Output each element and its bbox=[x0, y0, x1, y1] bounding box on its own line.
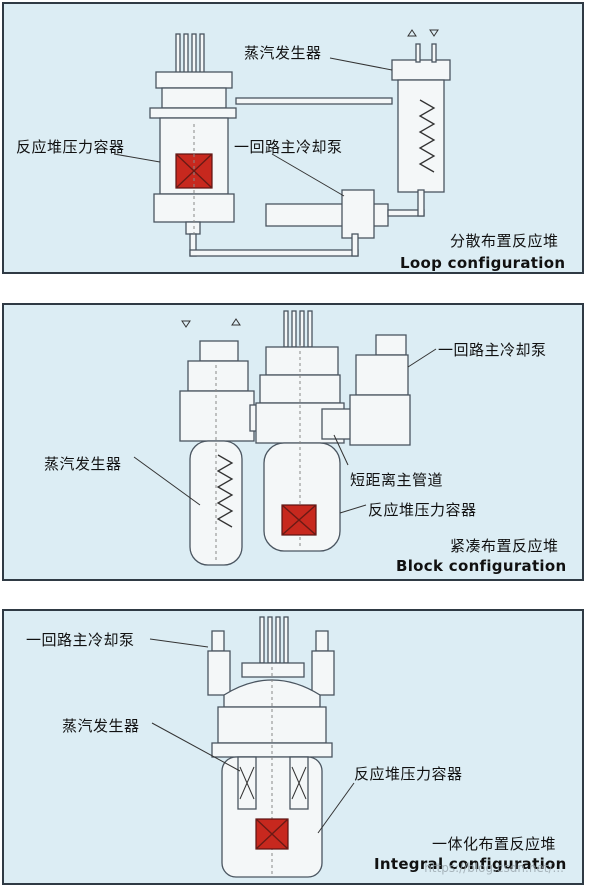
steam-generator-label: 蒸汽发生器 bbox=[44, 455, 122, 473]
coolant-pump-label: 一回路主冷却泵 bbox=[234, 138, 343, 156]
caption-cn: 紧凑布置反应堆 bbox=[450, 537, 559, 555]
caption-cn: 一体化布置反应堆 bbox=[432, 835, 557, 853]
loop-configuration-panel: 蒸汽发生器 反应堆压力容器 一回路主冷却泵 分散布置反应堆 Loop confi… bbox=[2, 2, 584, 274]
loop-diagram bbox=[113, 29, 451, 257]
pressure-vessel-label: 反应堆压力容器 bbox=[16, 138, 125, 156]
steam-generator-label: 蒸汽发生器 bbox=[244, 44, 322, 62]
caption-en: Block configuration bbox=[396, 557, 567, 575]
block-configuration-panel: 一回路主冷却泵 蒸汽发生器 短距离主管道 反应堆压力容器 紧凑布置反应堆 Blo… bbox=[2, 303, 584, 581]
caption-en: Integral configuration bbox=[374, 855, 567, 873]
coolant-pump-label: 一回路主冷却泵 bbox=[438, 341, 547, 359]
coolant-pump-label: 一回路主冷却泵 bbox=[26, 631, 135, 649]
steam-generator-label: 蒸汽发生器 bbox=[62, 717, 140, 735]
pressure-vessel-label: 反应堆压力容器 bbox=[368, 501, 477, 519]
caption-en: Loop configuration bbox=[400, 254, 566, 272]
integral-diagram bbox=[149, 616, 355, 878]
integral-configuration-panel: 一回路主冷却泵 蒸汽发生器 反应堆压力容器 一体化布置反应堆 Integral … bbox=[2, 609, 584, 885]
short-pipe-label: 短距离主管道 bbox=[350, 471, 444, 489]
watermark: https://blog.csdn.net/... bbox=[424, 861, 564, 875]
block-diagram bbox=[133, 310, 437, 566]
pressure-vessel-label: 反应堆压力容器 bbox=[354, 765, 463, 783]
caption-cn: 分散布置反应堆 bbox=[450, 232, 559, 250]
